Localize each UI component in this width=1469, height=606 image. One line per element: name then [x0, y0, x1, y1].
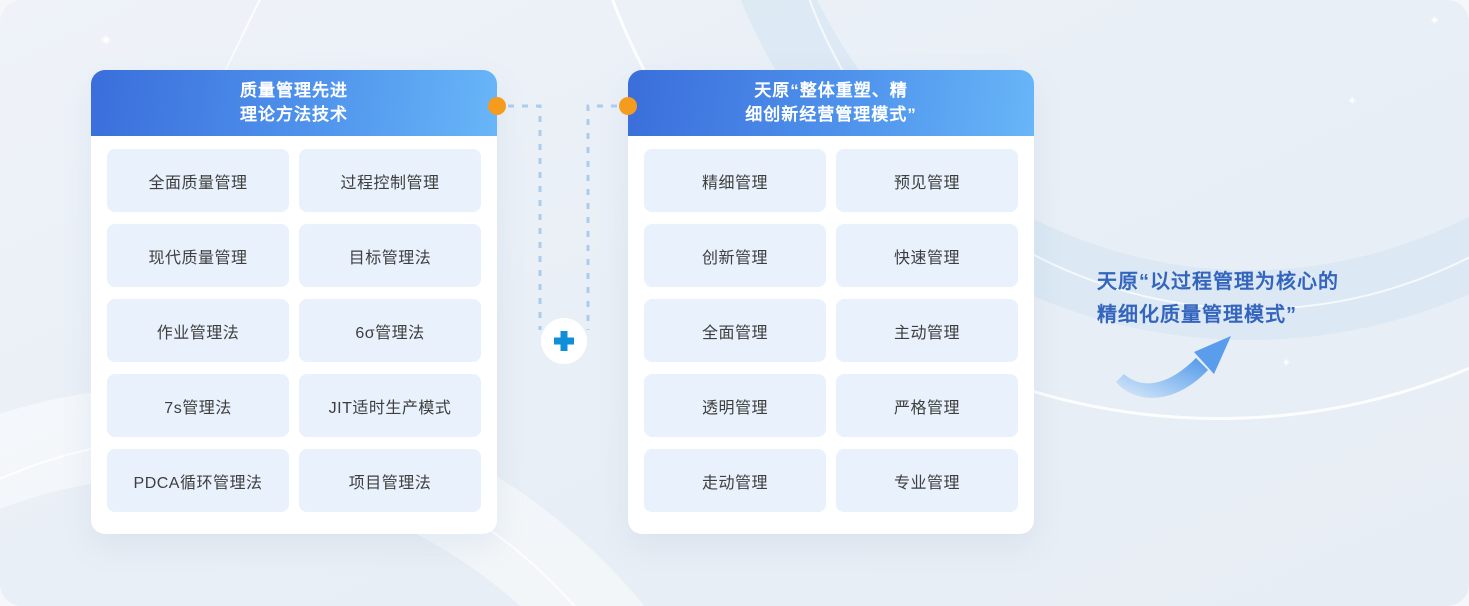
right-panel-title-line2: 细创新经营管理模式” [745, 105, 917, 124]
panel-item: PDCA循环管理法 [107, 449, 289, 512]
right-panel: 天原“整体重塑、精 细创新经营管理模式” 精细管理预见管理创新管理快速管理全面管… [628, 70, 1034, 534]
panel-item: 预见管理 [836, 149, 1018, 212]
left-panel-title-line2: 理论方法技术 [240, 105, 348, 124]
sparkle-icon: ✦ [100, 32, 112, 48]
left-panel: 质量管理先进 理论方法技术 全面质量管理过程控制管理现代质量管理目标管理法作业管… [91, 70, 497, 534]
panel-item: 全面质量管理 [107, 149, 289, 212]
right-panel-header: 天原“整体重塑、精 细创新经营管理模式” [628, 70, 1034, 136]
arrow-head [1194, 336, 1231, 374]
connector-dot-right [619, 97, 637, 115]
panel-item: 现代质量管理 [107, 224, 289, 287]
panel-item: 7s管理法 [107, 374, 289, 437]
panel-item: 创新管理 [644, 224, 826, 287]
panel-item: 作业管理法 [107, 299, 289, 362]
connector-dashed-line-left [508, 104, 542, 330]
panel-item: 快速管理 [836, 224, 1018, 287]
panel-item: 严格管理 [836, 374, 1018, 437]
connector-dashed-line-right [586, 104, 617, 330]
right-panel-grid: 精细管理预见管理创新管理快速管理全面管理主动管理透明管理严格管理走动管理专业管理 [628, 136, 1034, 512]
right-panel-title-line1: 天原“整体重塑、精 [754, 81, 908, 100]
panel-item: 主动管理 [836, 299, 1018, 362]
sparkle-icon: ✦ [1282, 358, 1291, 369]
connector-dot-left [488, 97, 506, 115]
result-line2: 精细化质量管理模式” [1097, 304, 1297, 326]
sparkle-icon: ✦ [1348, 96, 1357, 107]
plus-icon [554, 331, 574, 351]
panel-item: 过程控制管理 [299, 149, 481, 212]
left-panel-title-line1: 质量管理先进 [240, 81, 348, 100]
result-text: 天原“以过程管理为核心的 精细化质量管理模式” [1097, 266, 1339, 332]
panel-item: 走动管理 [644, 449, 826, 512]
connector-graphic [488, 97, 637, 364]
result-line1: 天原“以过程管理为核心的 [1097, 271, 1339, 293]
panel-item: JIT适时生产模式 [299, 374, 481, 437]
panel-item: 目标管理法 [299, 224, 481, 287]
panel-item: 全面管理 [644, 299, 826, 362]
left-panel-header: 质量管理先进 理论方法技术 [91, 70, 497, 136]
panel-item: 项目管理法 [299, 449, 481, 512]
panel-item: 专业管理 [836, 449, 1018, 512]
panel-item: 6σ管理法 [299, 299, 481, 362]
panel-item: 精细管理 [644, 149, 826, 212]
arrow-body [1116, 358, 1208, 398]
panel-item: 透明管理 [644, 374, 826, 437]
arrow-up-right-icon [1116, 336, 1231, 398]
sparkle-icon: ✦ [1430, 15, 1440, 27]
